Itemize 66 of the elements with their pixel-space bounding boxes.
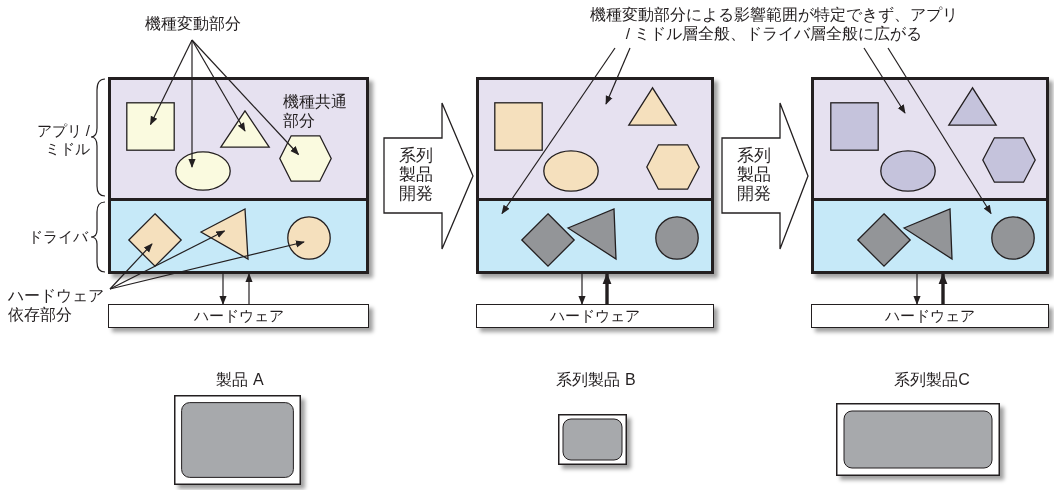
software-panel — [476, 77, 714, 274]
caption-text: 系列製品C — [893, 370, 971, 390]
leader-line — [149, 39, 193, 126]
arrow — [602, 272, 612, 304]
display-drawing — [174, 395, 301, 485]
layer-band — [814, 80, 1046, 198]
triangle-shape — [220, 110, 270, 148]
diamond-shape — [521, 213, 575, 267]
layer-band — [479, 80, 711, 198]
edge-label: 系列製品開発 — [398, 146, 434, 204]
leader-line — [191, 39, 300, 156]
square-shape — [126, 102, 175, 151]
arrow — [578, 273, 586, 305]
layer-band — [111, 198, 366, 271]
triangle-shape — [201, 209, 248, 259]
triangle-shape — [628, 87, 677, 126]
leader-line — [109, 240, 305, 290]
circle-shape — [287, 216, 331, 260]
edge-label: 系列製品開発 — [736, 146, 772, 204]
arrow — [219, 273, 227, 305]
caption-text: 製品 A — [215, 370, 265, 390]
layer-band — [479, 198, 711, 271]
circle-shape — [991, 216, 1035, 260]
diamond-shape — [857, 213, 911, 267]
layer-band — [111, 80, 366, 198]
square-shape — [830, 102, 879, 151]
annotation-text: 機種変動部分 — [138, 14, 248, 36]
hardware-box: ハードウェア — [476, 304, 714, 328]
leader-line — [191, 39, 246, 132]
triangle-shape — [904, 209, 952, 259]
hexagon-shape — [279, 135, 332, 182]
hardware-box: ハードウェア — [108, 304, 369, 328]
annotation-text: 機種変動部分による影響範囲が特定できず、アプリ / ミドル層全般、ドライバ層全般に広がる — [590, 5, 958, 47]
layer-name: ドライバ — [27, 228, 88, 246]
triangle-shape — [568, 209, 616, 259]
software-panel — [811, 77, 1049, 274]
leader-line — [188, 39, 196, 168]
leader-line — [109, 230, 226, 290]
leader-line — [605, 47, 631, 105]
region-label: 機種共通部分 — [283, 92, 348, 131]
block-arrow — [721, 102, 809, 250]
ellipse-shape — [880, 150, 936, 192]
triangle-shape — [948, 87, 997, 126]
display-drawing — [836, 403, 1000, 476]
leader-line — [501, 47, 616, 215]
leader-line — [887, 47, 992, 215]
hardware-box: ハードウェア — [811, 304, 1049, 328]
square-shape — [494, 102, 543, 151]
circle-shape — [655, 216, 699, 260]
layer-band — [814, 198, 1046, 271]
diamond-shape — [128, 213, 182, 267]
arrow — [913, 273, 921, 305]
leader-line — [109, 243, 153, 290]
caption-text: 系列製品 B — [555, 370, 637, 390]
ellipse-shape — [175, 151, 231, 191]
arrow — [245, 273, 253, 305]
ellipse-shape — [543, 150, 599, 192]
block-arrow — [383, 102, 474, 250]
leader-line — [863, 47, 906, 114]
annotation-text: ハードウェア依存部分 — [8, 286, 106, 326]
layer-name: アプリ / ミドル — [35, 122, 90, 158]
arrow — [938, 272, 948, 304]
software-panel — [108, 77, 369, 274]
display-drawing — [558, 414, 627, 465]
hexagon-shape — [982, 137, 1036, 183]
hexagon-shape — [646, 144, 700, 190]
